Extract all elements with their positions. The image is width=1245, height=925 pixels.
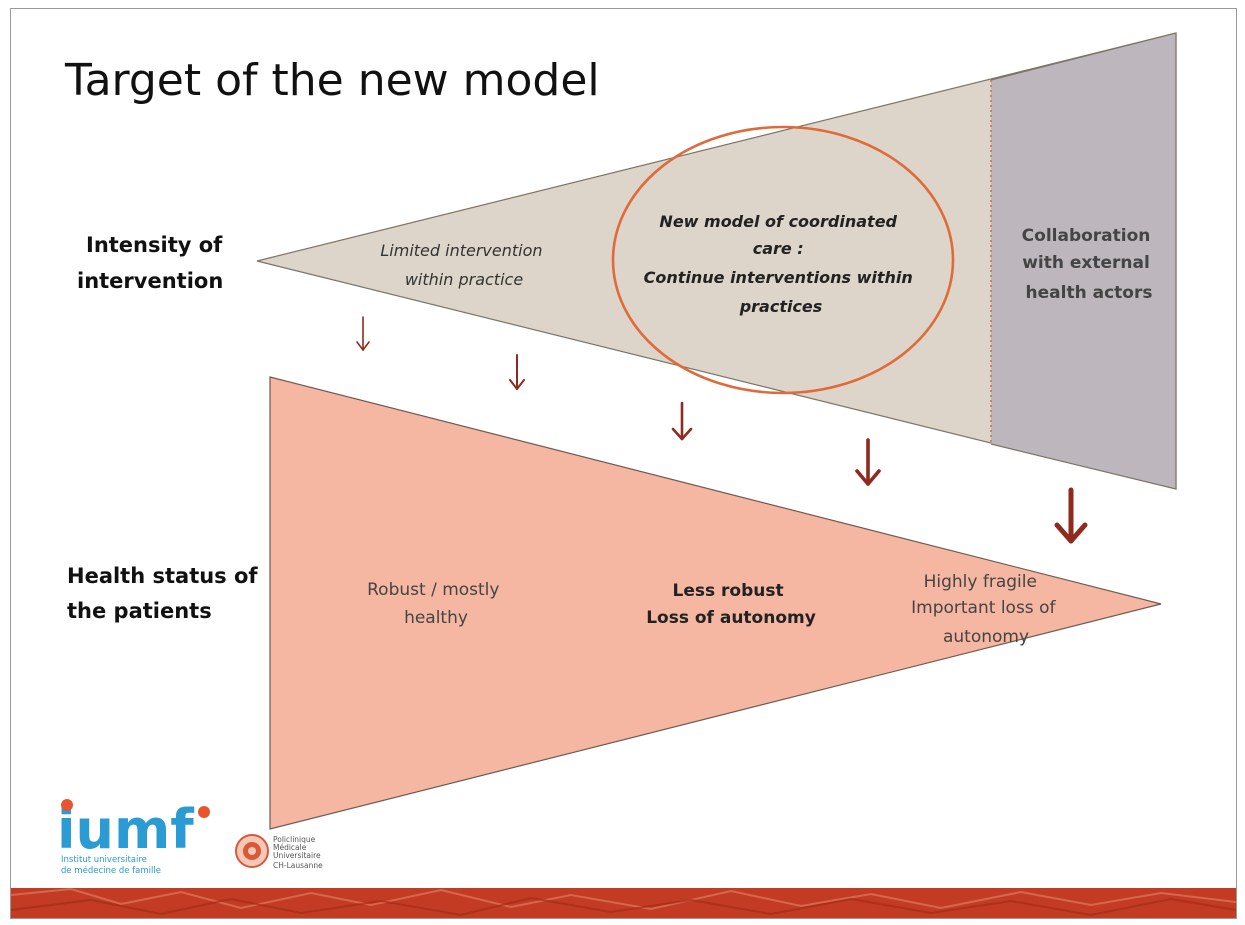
pmu-caption-line: Policlinique (273, 835, 316, 844)
arrow-down-icon (1054, 487, 1088, 544)
pmu-caption-line: CH-Lausanne (273, 861, 323, 870)
arrow-down-icon (671, 401, 693, 441)
svg-text:Institut universitaire d: Institut universitaire de médecine de fa… (61, 855, 161, 876)
iumf-caption-line: de médecine de famille (61, 865, 161, 876)
arrow-down-icon (356, 316, 370, 351)
new-model-ellipse (611, 125, 955, 395)
iumf-caption-line: Institut universitaire (61, 855, 147, 865)
pmu-caption-line: Médicale (273, 843, 307, 852)
less-robust-text: Less robust Loss of autonomy (646, 581, 816, 628)
external-collaboration-zone (991, 33, 1176, 489)
slide-canvas: Target of the new model Intensity of int… (11, 32, 1236, 918)
fragile-text: Highly fragile Important loss of autonom… (911, 572, 1061, 647)
arrow-down-icon (855, 438, 881, 486)
pmu-caption-line: Universitaire (273, 851, 321, 860)
slide: Target of the new model Intensity of int… (10, 8, 1237, 919)
slide-title: Target of the new model (64, 55, 600, 106)
limited-intervention-text: Limited intervention within practice (380, 241, 547, 289)
iumf-logo-dot (61, 799, 73, 811)
health-status-triangle (269, 376, 1162, 830)
arrow-down-icon (509, 354, 525, 390)
external-collaboration-text: Collaboration with external health actor… (1022, 226, 1157, 303)
svg-text:Policlinique Médicale: Policlinique Médicale Universitaire CH-L… (273, 835, 323, 870)
pmu-logo: Policlinique Médicale Universitaire CH-L… (235, 834, 323, 870)
new-model-text: New model of coordinated care : Continue… (644, 212, 919, 316)
health-status-label: Health status of the patients (67, 564, 265, 623)
footer-band (11, 887, 1236, 918)
iumf-logo: iumf Institut universitaire de médecine … (57, 798, 210, 876)
external-zone-border (990, 32, 1177, 490)
iumf-logo-dot (198, 806, 210, 818)
robust-text: Robust / mostly healthy (367, 580, 505, 628)
iumf-logo-mark: iumf (57, 798, 194, 861)
intensity-label: Intensity of intervention (77, 233, 230, 293)
